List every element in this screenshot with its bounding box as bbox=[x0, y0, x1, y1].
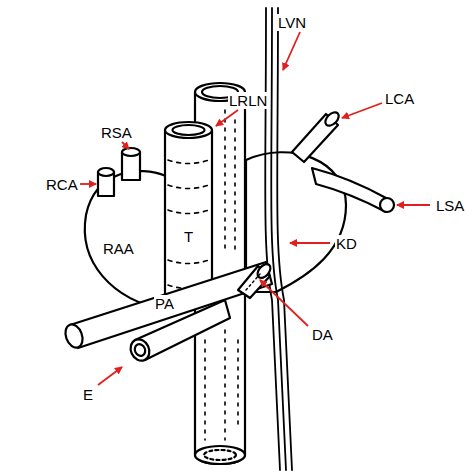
diverticulum-label: KD bbox=[335, 235, 358, 252]
structure-label: E bbox=[82, 386, 94, 403]
artery-label: PA bbox=[154, 295, 175, 312]
artery-label: RSA bbox=[100, 124, 133, 141]
arch-label: RAA bbox=[102, 240, 135, 257]
nerve-label: LVN bbox=[277, 14, 307, 31]
artery-label: RCA bbox=[45, 176, 79, 193]
duct-label: DA bbox=[311, 326, 334, 343]
structure-label: T bbox=[183, 228, 194, 245]
nerve-label: LRLN bbox=[228, 92, 268, 109]
artery-label: LCA bbox=[384, 90, 415, 107]
artery-label: LSA bbox=[435, 197, 465, 214]
